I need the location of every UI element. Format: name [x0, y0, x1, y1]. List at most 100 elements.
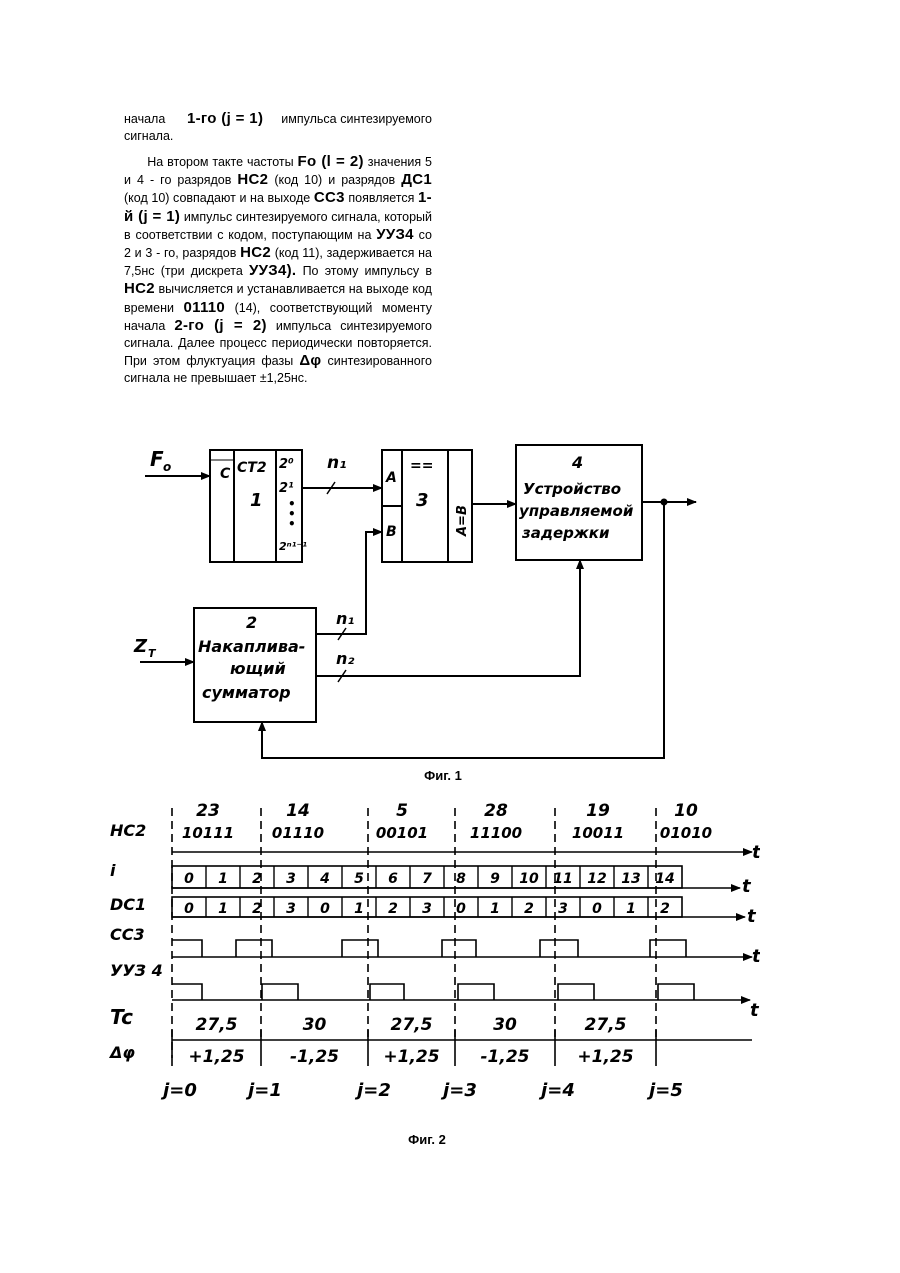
row-label: CC3 — [110, 925, 145, 944]
row-label: Δφ — [108, 1043, 135, 1062]
hc2-binary: 00101 — [376, 824, 428, 842]
dc1-cell: 0 — [456, 901, 466, 917]
i-cell: 2 — [252, 871, 262, 887]
figure-2-caption: Фиг. 2 — [408, 1132, 446, 1147]
hc2-decimal: 10 — [674, 801, 698, 821]
dc1-cell: 0 — [320, 901, 330, 917]
counter-out-1: 2¹ — [279, 481, 294, 496]
bus-n1-label: n₁ — [327, 453, 347, 473]
text-run: По этому импульсу в — [303, 264, 432, 278]
row-label: УУЗ 4 — [110, 961, 163, 980]
figures-svg: F o C CT2 1 2⁰ 2¹ • • • 2ⁿ¹⁻¹ n₁ A B == … — [95, 438, 760, 1153]
accumulator-line-2: ющий — [230, 659, 286, 678]
counter-clock-label: C — [220, 466, 231, 482]
dc1-cell: 2 — [660, 901, 670, 917]
delay-line-3: задержки — [521, 524, 610, 542]
delay-line-1: Устройство — [523, 480, 621, 498]
tc-value: 30 — [493, 1015, 517, 1035]
dc1-cell: 3 — [286, 901, 296, 917]
row-label: Tc — [110, 1005, 133, 1029]
tc-value: 27,5 — [391, 1015, 433, 1035]
j-label: j=5 — [646, 1080, 683, 1101]
svg-text:•: • — [288, 517, 296, 531]
tc-value: 30 — [303, 1015, 327, 1035]
j-label: j=1 — [245, 1080, 282, 1101]
hc2-decimal: 23 — [196, 801, 220, 821]
dphi-value: -1,25 — [481, 1047, 530, 1067]
hc2-decimal: 5 — [396, 801, 408, 821]
i-cell: 5 — [354, 871, 364, 887]
axis-t-label: t — [752, 946, 760, 967]
dc1-cell: 2 — [252, 901, 262, 917]
input-z-label: Z — [133, 636, 148, 657]
i-cell: 8 — [456, 871, 466, 887]
comparator-output-label: A=B — [455, 505, 470, 537]
dc1-cell: 3 — [422, 901, 432, 917]
formula-inline: НС2 — [124, 280, 155, 297]
dphi-value: +1,25 — [577, 1047, 633, 1067]
dphi-value: +1,25 — [188, 1047, 244, 1067]
hc2-binary: 01010 — [660, 824, 712, 842]
formula-inline: НС2 — [240, 244, 271, 261]
tc-value: 27,5 — [585, 1015, 627, 1035]
counter-out-0: 2⁰ — [279, 457, 294, 472]
dc1-cell: 1 — [218, 901, 228, 917]
formula-inline: УУЗ4). — [249, 262, 296, 279]
dc1-cell: 1 — [354, 901, 364, 917]
counter-number: 1 — [250, 490, 263, 511]
formula-inline: 01110 — [184, 299, 226, 316]
delay-number: 4 — [571, 453, 583, 472]
i-cell: 13 — [621, 871, 640, 887]
delay-line-2: управляемой — [519, 502, 634, 520]
axis-t-label: t — [752, 842, 760, 863]
text-run: (код 10) совпадают и на выходе — [124, 191, 310, 205]
tc-value: 27,5 — [196, 1015, 238, 1035]
j-label: j=3 — [440, 1080, 477, 1101]
i-cell: 1 — [218, 871, 228, 887]
dc1-cell: 2 — [388, 901, 398, 917]
i-cell: 11 — [553, 871, 572, 887]
i-cell: 4 — [319, 871, 330, 887]
row-label: НС2 — [110, 821, 146, 840]
accumulator-line-3: сумматор — [202, 683, 291, 702]
formula-inline: ДС1 — [401, 171, 432, 188]
formula-inline: 1-го (j = 1) — [187, 110, 263, 127]
formula-inline: Fo (l = 2) — [298, 153, 364, 170]
formula-inline: СС3 — [314, 189, 345, 206]
axis-t-label: t — [750, 1000, 760, 1021]
j-label: j=2 — [354, 1080, 391, 1101]
dc1-cell: 3 — [558, 901, 568, 917]
hc2-decimal: 14 — [286, 801, 310, 821]
dphi-value: -1,25 — [290, 1047, 339, 1067]
input-fo-sub: o — [163, 460, 171, 474]
input-fo-label: F — [150, 447, 164, 471]
text-run: (код 10) и разрядов — [274, 173, 395, 187]
text-paragraph-1: начала 1-го (j = 1) импульса синтезируем… — [124, 110, 432, 145]
accumulator-number: 2 — [246, 613, 257, 632]
i-cell: 0 — [184, 871, 194, 887]
formula-inline: Δφ — [299, 352, 321, 369]
formula-inline: УУЗ4 — [376, 226, 414, 243]
text-run: импульса синтезируемого сигнала. — [124, 112, 432, 143]
text-run: начала — [124, 112, 165, 126]
hc2-binary: 01110 — [272, 824, 324, 842]
hc2-decimal: 28 — [484, 801, 508, 821]
counter-out-n: 2ⁿ¹⁻¹ — [279, 540, 307, 553]
i-cell: 12 — [587, 871, 606, 887]
dc1-cell: 1 — [626, 901, 636, 917]
hc2-binary: 11100 — [470, 824, 522, 842]
formula-inline: 2-го (j = 2) — [174, 317, 267, 334]
counter-name: CT2 — [237, 460, 267, 476]
comparator-input-b: B — [386, 524, 397, 540]
text-run: На втором такте частоты — [147, 155, 293, 169]
dc1-cell: 1 — [490, 901, 500, 917]
i-cell: 9 — [490, 871, 500, 887]
comparator-symbol: == — [410, 458, 433, 474]
i-cell: 10 — [519, 871, 539, 887]
j-label: j=0 — [160, 1080, 197, 1101]
i-cell: 7 — [422, 871, 432, 887]
dc1-cell: 2 — [524, 901, 534, 917]
formula-inline: НС2 — [237, 171, 268, 188]
hc2-decimal: 19 — [586, 801, 610, 821]
dc1-cell: 0 — [184, 901, 194, 917]
